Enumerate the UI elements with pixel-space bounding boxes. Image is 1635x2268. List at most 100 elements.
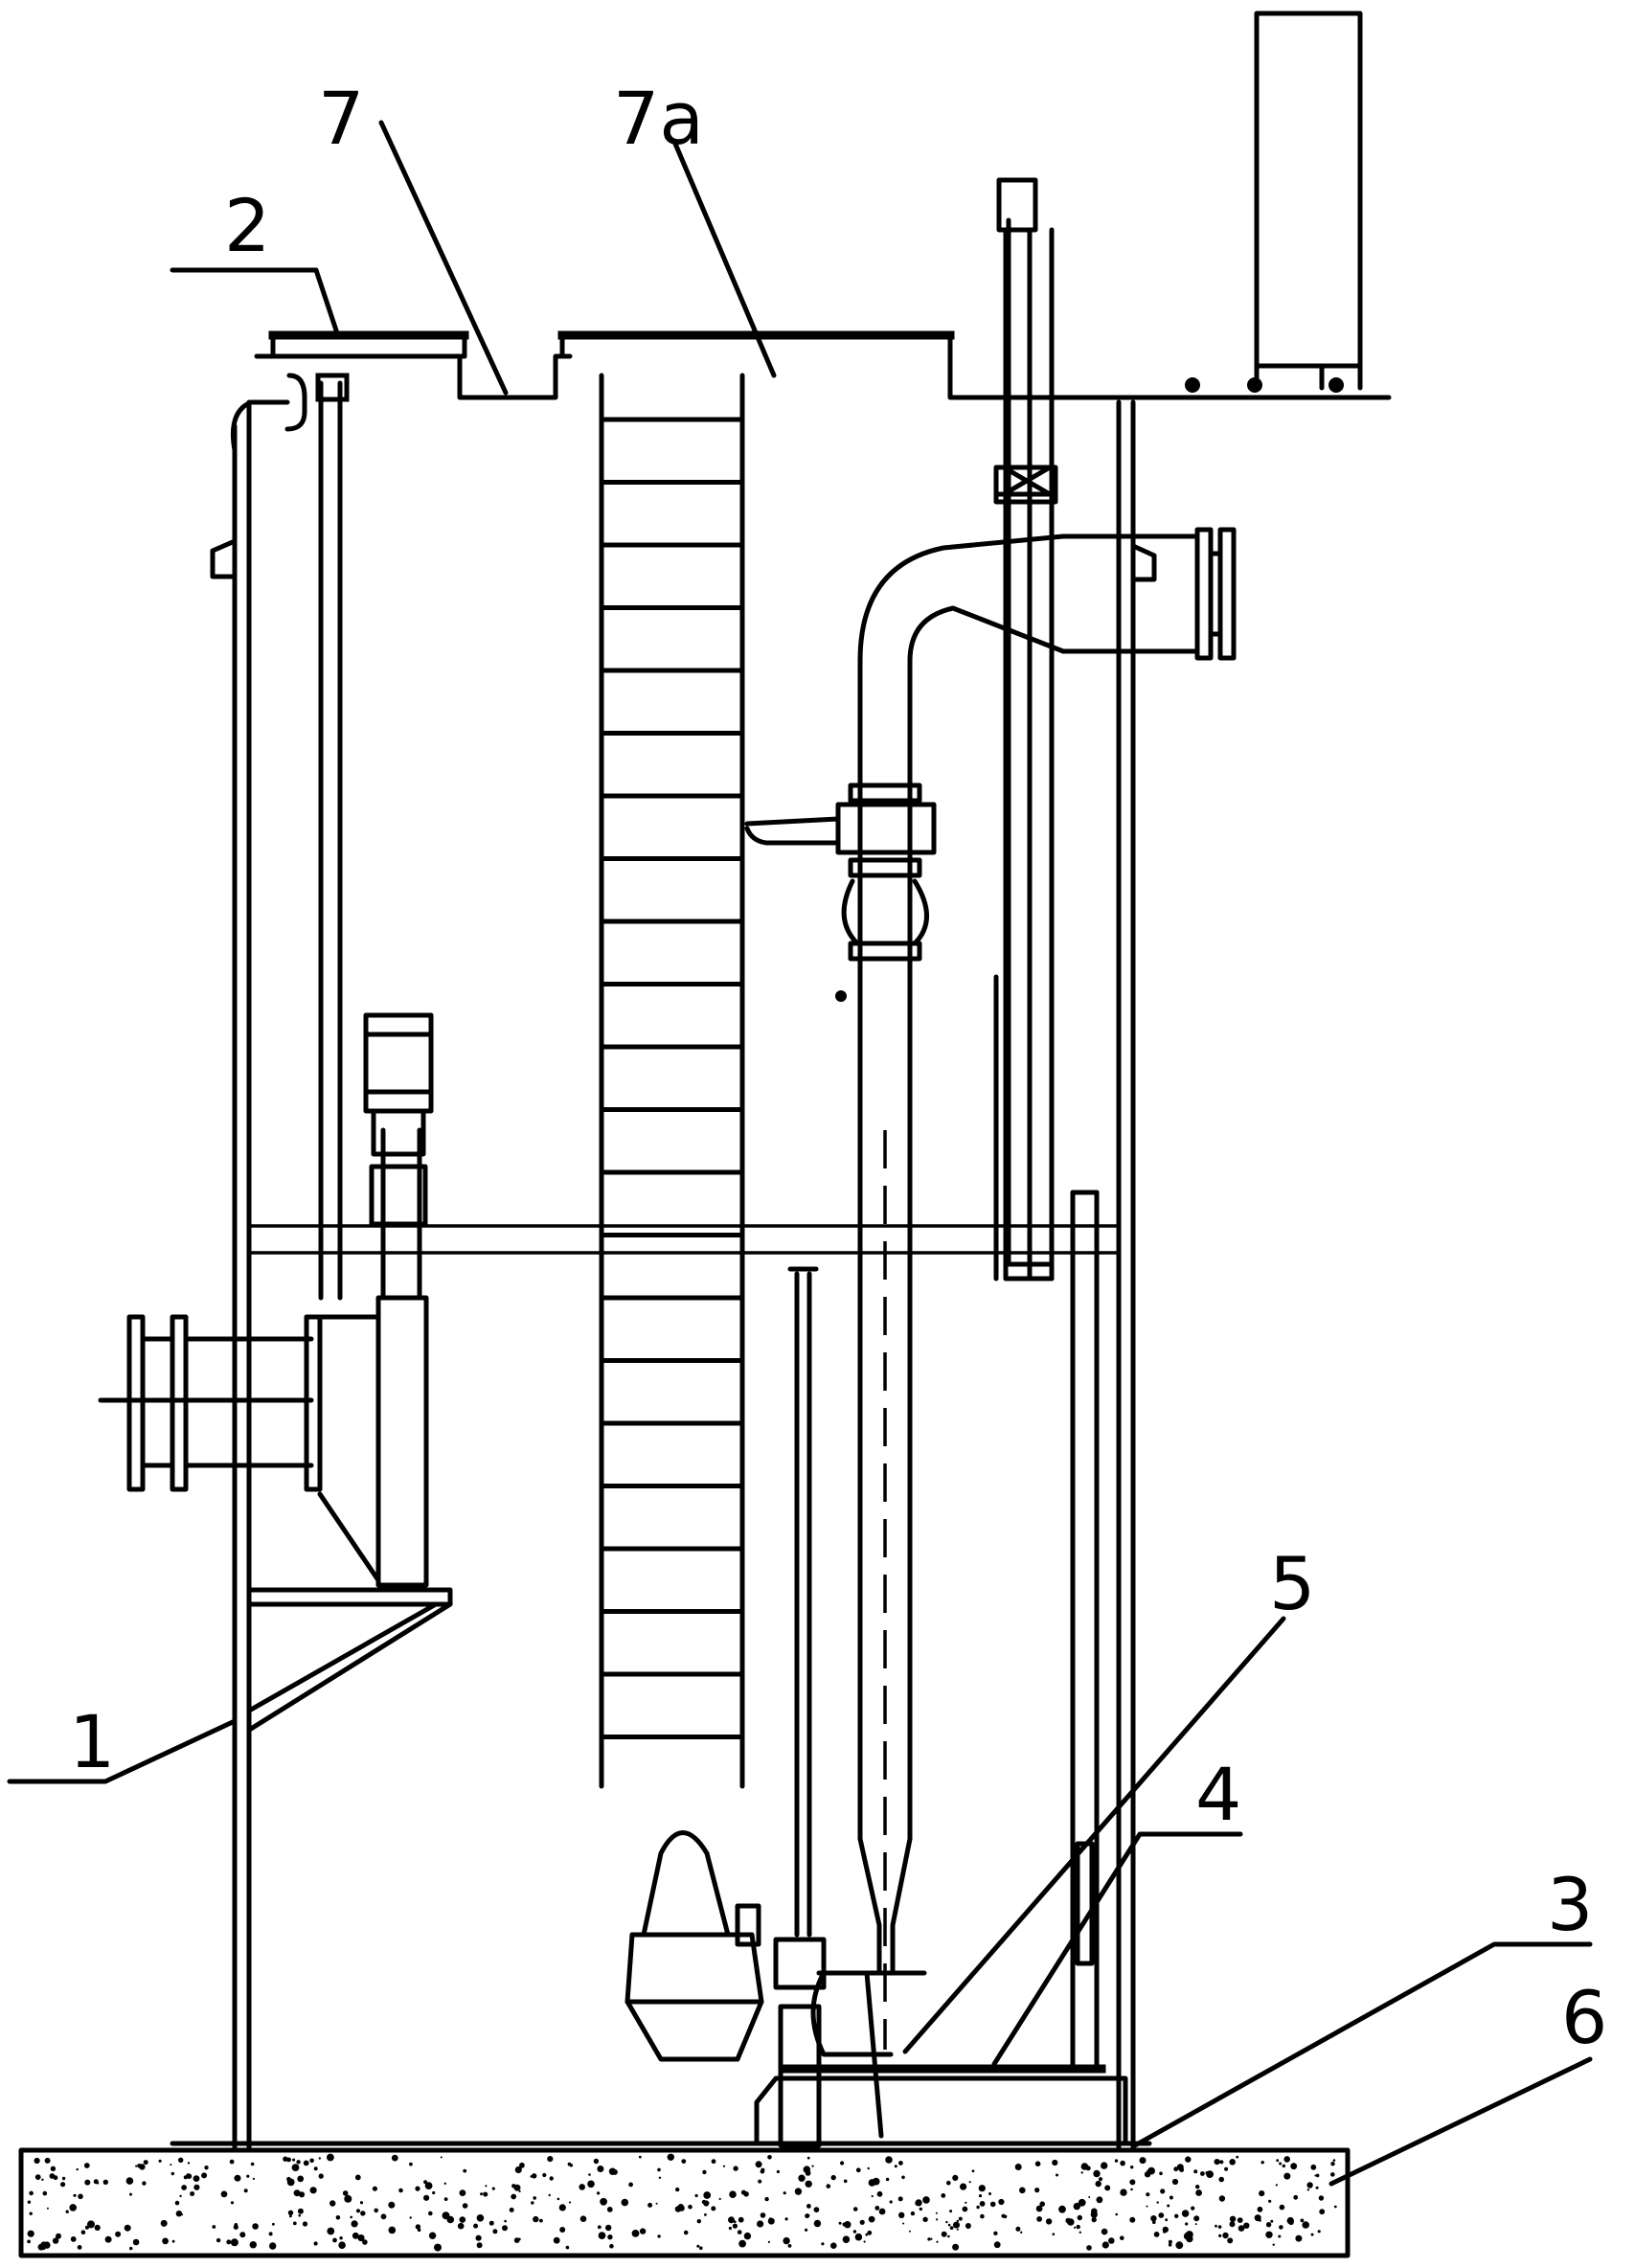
concrete-speck (350, 2215, 353, 2219)
concrete-speck (1015, 2226, 1021, 2232)
concrete-speck (83, 2163, 90, 2168)
concrete-speck (952, 2174, 959, 2181)
concrete-speck (830, 2174, 836, 2181)
concrete-speck (658, 2176, 662, 2179)
concrete-speck (639, 2228, 647, 2234)
concrete-speck (1219, 2160, 1224, 2165)
concrete-speck (94, 2224, 101, 2231)
concrete-speck (220, 2190, 228, 2198)
concrete-speck (43, 2241, 51, 2249)
concrete-speck (187, 2162, 191, 2165)
concrete-speck (760, 2168, 765, 2174)
concrete-speck (179, 2194, 182, 2198)
concrete-speck (1286, 2216, 1295, 2225)
concrete-speck (1036, 2216, 1042, 2222)
check-valve-body (841, 878, 929, 946)
concrete-speck (398, 2188, 403, 2193)
concrete-speck (675, 2187, 680, 2192)
concrete-speck (519, 2162, 525, 2168)
concrete-speck (463, 2168, 467, 2173)
actuator-coupling (369, 1164, 428, 1227)
concrete-speck (936, 2218, 939, 2221)
concrete-speck (547, 2156, 554, 2163)
concrete-speck (868, 2215, 875, 2223)
concrete-speck (542, 2172, 547, 2178)
concrete-speck (1218, 2176, 1224, 2183)
concrete-speck (1279, 2204, 1285, 2211)
concrete-speck (1276, 2159, 1280, 2163)
fitting-dot (835, 990, 847, 1002)
concrete-speck (867, 2230, 873, 2235)
top-cover (254, 330, 1392, 432)
concrete-speck (475, 2234, 482, 2241)
concrete-speck (34, 2157, 40, 2165)
concrete-speck (952, 2243, 960, 2251)
concrete-speck (70, 2236, 77, 2242)
concrete-speck (1195, 2189, 1202, 2196)
concrete-speck (805, 2180, 812, 2188)
label-4: 4 (1195, 1752, 1241, 1837)
leader-3 (1132, 1941, 1593, 2148)
concrete-speck (1302, 2221, 1309, 2229)
concrete-speck (1074, 2226, 1077, 2229)
concrete-speck (1120, 2160, 1125, 2166)
concrete-speck (1058, 2205, 1066, 2213)
label-6: 6 (1561, 1975, 1607, 2060)
foundation-slab (18, 2147, 1351, 2258)
concrete-speck (41, 2178, 44, 2181)
concrete-speck (327, 2227, 335, 2235)
concrete-speck (374, 2208, 379, 2213)
base-plate (754, 2064, 1128, 2146)
concrete-speck (1185, 2222, 1189, 2226)
concrete-speck (787, 2244, 792, 2248)
concrete-speck (457, 2222, 465, 2230)
concrete-speck (579, 2184, 585, 2190)
concrete-speck (175, 2211, 183, 2217)
concrete-speck (1333, 2205, 1337, 2209)
concrete-speck (102, 2179, 109, 2185)
concrete-speck (1034, 2161, 1041, 2166)
concrete-speck (1265, 2222, 1272, 2228)
concrete-speck (1173, 2166, 1179, 2172)
concrete-speck (1306, 2189, 1310, 2191)
concrete-speck (1093, 2169, 1101, 2178)
concrete-speck (291, 2164, 300, 2172)
concrete-speck (511, 2184, 516, 2189)
concrete-speck (391, 2154, 398, 2162)
concrete-speck (734, 2220, 737, 2223)
concrete-speck (968, 2181, 971, 2184)
vent-cap (996, 177, 1038, 233)
concrete-speck (1330, 2162, 1335, 2166)
concrete-speck (380, 2213, 387, 2220)
concrete-speck (609, 2243, 614, 2249)
manhole-step (457, 353, 573, 400)
concrete-speck (1315, 2186, 1319, 2189)
concrete-speck (989, 2201, 996, 2208)
label-7: 7 (318, 76, 364, 161)
concrete-speck (1104, 2185, 1111, 2191)
concrete-speck (947, 2223, 951, 2227)
concrete-speck (327, 2153, 334, 2162)
reducer (857, 1836, 913, 1976)
right-lug (1130, 543, 1157, 582)
concrete-speck (84, 2179, 91, 2186)
concrete-speck (798, 2174, 806, 2182)
concrete-speck (504, 2219, 507, 2223)
concrete-speck (859, 2219, 865, 2225)
concrete-speck (978, 2194, 983, 2198)
concrete-speck (949, 2210, 953, 2213)
concrete-speck (409, 2162, 413, 2166)
concrete-speck (1101, 2228, 1108, 2235)
concrete-speck (1079, 2231, 1082, 2234)
inlet-gate-bonnet (375, 1295, 429, 1588)
concrete-speck (56, 2233, 61, 2239)
concrete-speck (181, 2185, 188, 2190)
concrete-speck (805, 2170, 811, 2176)
concrete-speck (811, 2165, 814, 2167)
concrete-speck (77, 2245, 82, 2250)
concrete-speck (434, 2243, 442, 2252)
concrete-speck (415, 2186, 420, 2191)
concrete-speck (568, 2201, 572, 2204)
label-7a: 7a (613, 76, 704, 161)
concrete-speck (854, 2233, 863, 2241)
